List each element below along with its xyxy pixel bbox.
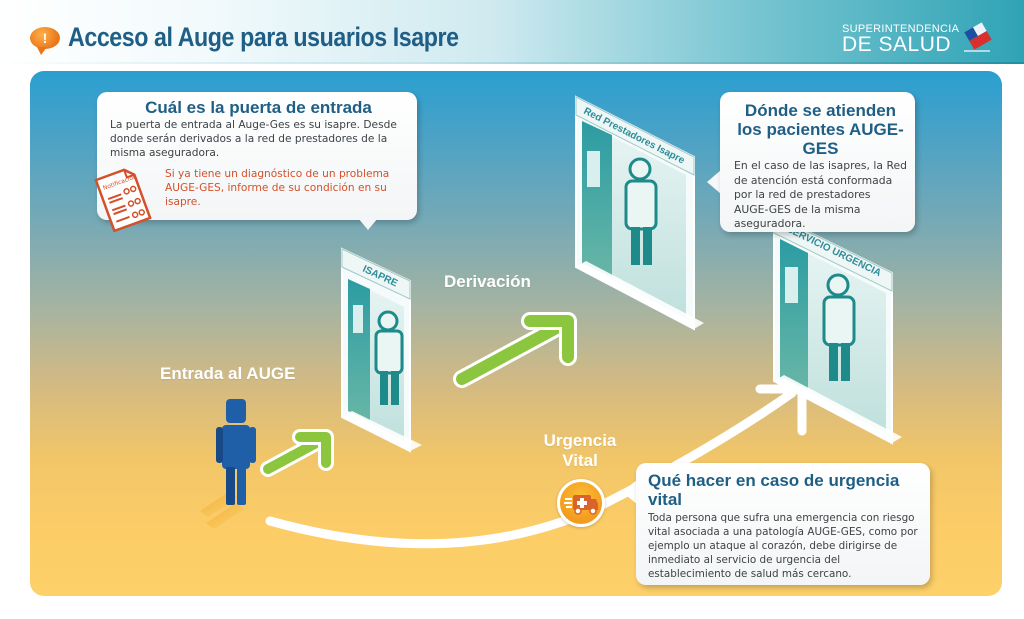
green-arrow-small-icon: [260, 429, 334, 477]
callout-entry-tail: [358, 218, 378, 230]
exclamation-speech-bubble-icon: !: [30, 26, 60, 55]
title-group: ! Acceso al Auge para usuarios Isapre: [30, 22, 522, 55]
callout-entry-door: Cuál es la puerta de entrada La puerta d…: [97, 92, 417, 220]
ambulance-icon: [557, 479, 605, 527]
header-banner: [0, 0, 1024, 64]
callout-emergency: Qué hacer en caso de urgencia vital Toda…: [636, 463, 930, 585]
callout-emergency-title: Qué hacer en caso de urgencia vital: [648, 471, 900, 509]
stage-label-entrada: Entrada al AUGE: [160, 364, 296, 383]
superintendencia-logo: SUPERINTENDENCIA DE SALUD: [842, 23, 960, 56]
callout-emergency-tail: [622, 480, 637, 504]
flow-illustration: ISAPRE Red Prestadores Isapre: [200, 95, 902, 549]
callout-network: Dónde se atienden los pacientes AUGE-GES…: [720, 92, 915, 232]
logo-line-2: DE SALUD: [842, 33, 952, 56]
callout-network-title: Dónde se atienden los pacientes AUGE-GES: [737, 101, 904, 158]
logo-subtitle-line: [964, 50, 990, 52]
isapre-door-icon: ISAPRE: [341, 247, 422, 453]
red-prestadores-door-icon: Red Prestadores Isapre: [575, 95, 704, 331]
stage-label-derivacion: Derivación: [444, 272, 531, 291]
callout-entry-title: Cuál es la puerta de entrada: [145, 98, 372, 117]
servicio-urgencia-door-icon: SERVICIO URGENCIA: [773, 213, 902, 445]
green-arrow-large-icon: [453, 312, 577, 388]
notification-document-icon: Notificación: [94, 168, 152, 232]
callout-network-tail: [707, 170, 721, 194]
stage-label-urgencia: Urgencia Vital: [543, 431, 617, 470]
callout-entry-note: Si ya tiene un diagnóstico de un problem…: [165, 168, 390, 208]
patient-figure-icon: [216, 399, 256, 505]
callout-network-body: En el caso de las isapres, la Red de ate…: [734, 159, 907, 230]
header-divider: [0, 62, 1024, 64]
callout-entry-body: La puerta de entrada al Auge-Ges es su i…: [110, 119, 397, 159]
callout-emergency-body: Toda persona que sufra una emergencia co…: [648, 512, 918, 580]
page-title: Acceso al Auge para usuarios Isapre: [68, 22, 459, 52]
logo-line-1: SUPERINTENDENCIA: [842, 23, 960, 35]
